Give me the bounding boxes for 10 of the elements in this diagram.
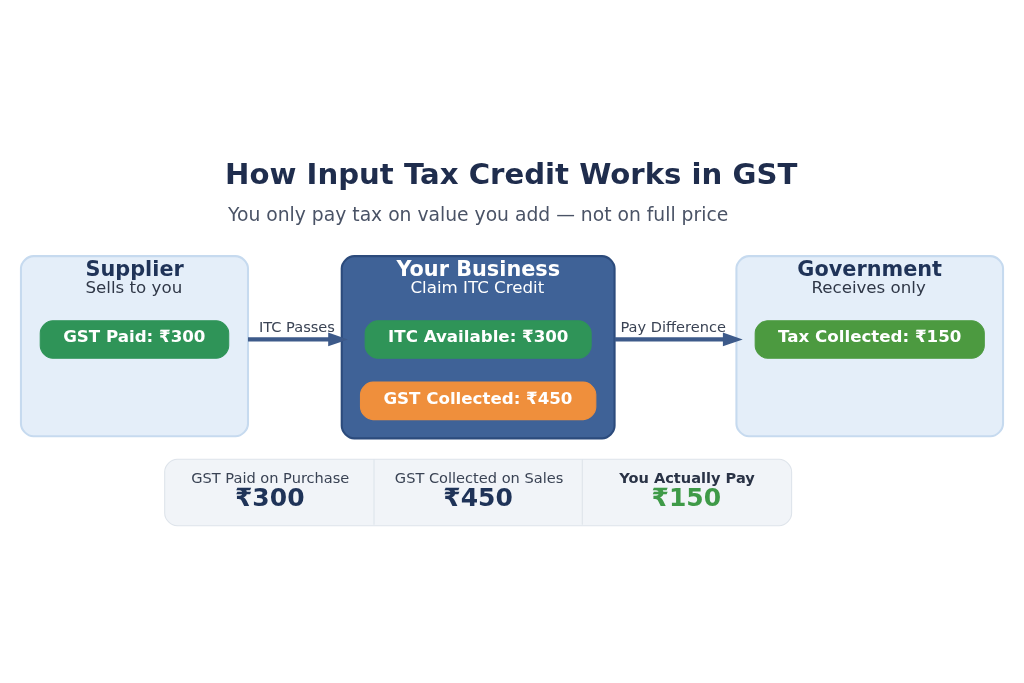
node-box: ITC Available: ₹300 — [364, 320, 592, 359]
arrow — [614, 332, 743, 347]
edge-label: ITC Passes — [258, 318, 335, 336]
label: You only pay tax on value you add — not on full price — [228, 204, 729, 226]
node-box: GST Collected: ₹450 — [359, 381, 597, 421]
edge-label: Pay Difference — [620, 318, 726, 336]
node-box: Tax Collected: ₹150 — [754, 320, 985, 359]
diagram-title: How Input Tax Credit Works in GST — [225, 156, 798, 191]
node-box: GST Paid: ₹300 — [39, 320, 230, 359]
arrow — [248, 332, 349, 347]
